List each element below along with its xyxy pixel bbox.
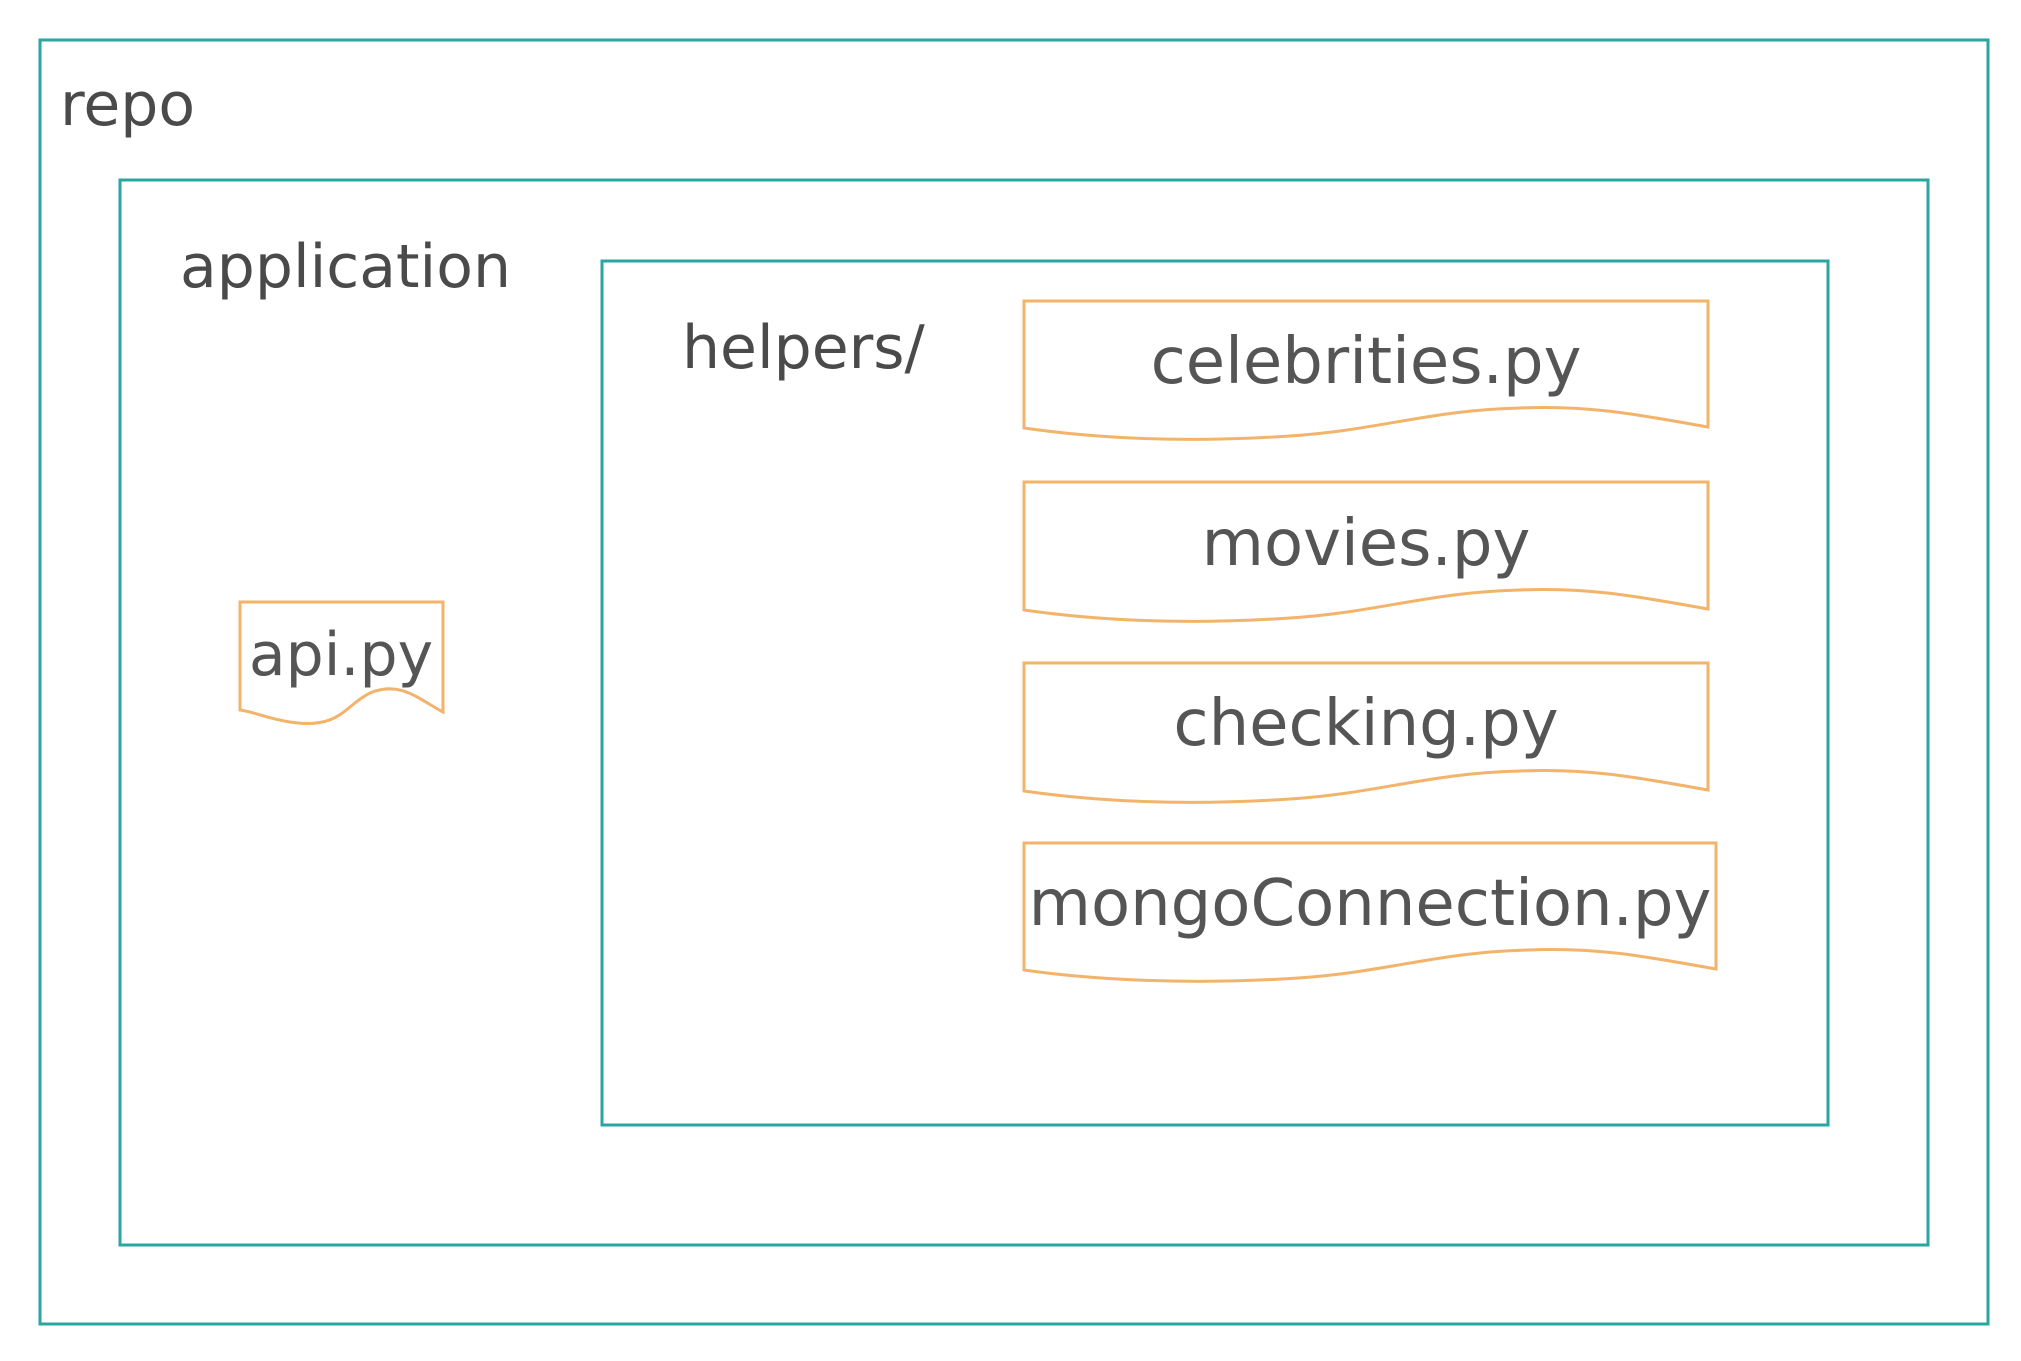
file-checking-py: checking.py [1022, 661, 1710, 804]
file-mongoconnection-py: mongoConnection.py [1022, 841, 1718, 983]
file-celebrities-py-label: celebrities.py [1151, 325, 1582, 399]
file-movies-py: movies.py [1022, 480, 1710, 623]
file-api-py: api.py [238, 600, 445, 725]
file-api-py-label: api.py [249, 620, 433, 690]
application-folder [118, 178, 1930, 1247]
file-movies-py-icon [1022, 480, 1710, 623]
repo-folder [38, 38, 1990, 1326]
application-label: application [180, 232, 511, 302]
file-mongoconnection-py-label: mongoConnection.py [1029, 867, 1712, 941]
file-api-py-icon [238, 600, 445, 725]
file-celebrities-py-icon [1022, 299, 1710, 441]
file-celebrities-py: celebrities.py [1022, 299, 1710, 441]
helpers-label: helpers/ [682, 313, 926, 383]
file-mongoconnection-py-icon [1022, 841, 1718, 983]
helpers-folder [600, 259, 1830, 1127]
file-checking-py-icon [1022, 661, 1710, 804]
repo-label: repo [60, 70, 195, 140]
file-checking-py-label: checking.py [1173, 687, 1558, 761]
file-movies-py-label: movies.py [1202, 507, 1531, 581]
